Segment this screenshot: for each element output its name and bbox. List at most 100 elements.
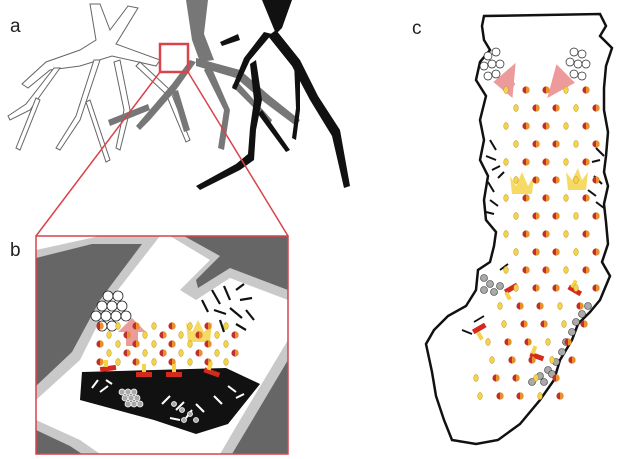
signal-dot	[542, 194, 550, 202]
signal-dot	[592, 104, 600, 112]
panel-b-bars	[99, 360, 221, 378]
signal-dot	[231, 349, 239, 357]
signal-dot	[580, 320, 588, 328]
signal-dot	[582, 194, 590, 202]
signal-dot	[522, 122, 530, 130]
signal-dot	[592, 212, 600, 220]
zoomed-root-background	[36, 236, 288, 454]
signal-dot	[592, 140, 600, 148]
yellow-drop	[497, 302, 503, 310]
arrow-icon	[547, 64, 575, 99]
yellow-drop	[563, 122, 569, 130]
yellow-drop	[563, 158, 569, 166]
panel-b-label: b	[10, 240, 21, 261]
signal-dot	[96, 358, 104, 366]
signal-dot	[123, 331, 131, 339]
crown-icon	[510, 172, 534, 194]
signal-dot	[524, 338, 532, 346]
yellow-drop	[557, 302, 563, 310]
signal-dot	[522, 86, 530, 94]
panel-b-frame	[35, 235, 289, 455]
signal-dot	[532, 104, 540, 112]
yellow-drop	[187, 340, 193, 348]
signal-dot	[132, 322, 140, 330]
signal-dot	[564, 338, 572, 346]
signal-dot	[520, 320, 528, 328]
root-tip-outline	[424, 12, 614, 446]
rod-bacteria-icon	[485, 139, 605, 215]
panel-c-label: c	[412, 18, 422, 39]
signal-dot	[542, 86, 550, 94]
yellow-drop	[549, 356, 555, 364]
signal-dot	[532, 176, 540, 184]
signal-dot	[512, 374, 520, 382]
signal-dot	[576, 302, 584, 310]
signal-dot	[582, 86, 590, 94]
yellow-drop	[573, 140, 579, 148]
signal-dot	[204, 340, 212, 348]
white-cell-cluster-icon	[479, 47, 591, 81]
yellow-drop	[513, 212, 519, 220]
signal-dot	[195, 349, 203, 357]
yellow-drop	[545, 338, 551, 346]
yellow-drop	[573, 104, 579, 112]
yellow-drop	[223, 358, 229, 366]
signal-dot	[528, 356, 536, 364]
root-surface-black	[80, 368, 260, 434]
yellow-drop	[115, 358, 121, 366]
yellow-drop	[503, 194, 509, 202]
panel-b: b	[10, 235, 289, 455]
signal-dot	[592, 248, 600, 256]
signal-dot	[132, 358, 140, 366]
yellow-drop	[142, 349, 148, 357]
yellow-drop	[178, 349, 184, 357]
white-root-system	[7, 3, 191, 163]
signal-dot	[532, 284, 540, 292]
signal-dot	[516, 302, 524, 310]
signal-dot	[540, 320, 548, 328]
yellow-drop	[503, 122, 509, 130]
signal-dot	[582, 230, 590, 238]
cocci-icon	[480, 274, 592, 386]
zoom-line-right	[187, 71, 289, 237]
signal-dot	[516, 392, 524, 400]
yellow-drop	[178, 331, 184, 339]
signal-dot	[96, 322, 104, 330]
signal-dot	[532, 140, 540, 148]
zoom-line-left	[35, 71, 161, 237]
signal-dot	[168, 322, 176, 330]
rod-bacteria-icon	[201, 283, 255, 333]
signal-dot	[504, 338, 512, 346]
signal-dot	[96, 340, 104, 348]
signal-dot	[552, 248, 560, 256]
yellow-drop	[151, 340, 157, 348]
yellow-drop	[561, 320, 567, 328]
signal-dot	[123, 349, 131, 357]
signal-dot	[552, 104, 560, 112]
signal-dot	[552, 374, 560, 382]
yellow-drop	[115, 322, 121, 330]
signal-dot	[582, 122, 590, 130]
yellow-drop	[501, 320, 507, 328]
signal-dot	[159, 349, 167, 357]
yellow-drop	[214, 349, 220, 357]
signal-dot	[522, 230, 530, 238]
yellow-drop	[573, 176, 579, 184]
signal-dot	[132, 340, 140, 348]
zoom-box	[158, 42, 190, 74]
panel-a-label: a	[10, 16, 21, 37]
yellow-drop	[563, 86, 569, 94]
signal-dot	[522, 266, 530, 274]
yellow-drop	[485, 338, 491, 346]
yellow-drop	[503, 230, 509, 238]
signal-dot	[552, 284, 560, 292]
yellow-drop	[187, 358, 193, 366]
yellow-drop	[513, 104, 519, 112]
signal-dot	[582, 158, 590, 166]
rod-bacteria-icon	[461, 263, 509, 335]
signal-dot	[522, 194, 530, 202]
grey-root-system	[108, 0, 300, 150]
signal-dot	[552, 212, 560, 220]
signal-dot	[542, 122, 550, 130]
